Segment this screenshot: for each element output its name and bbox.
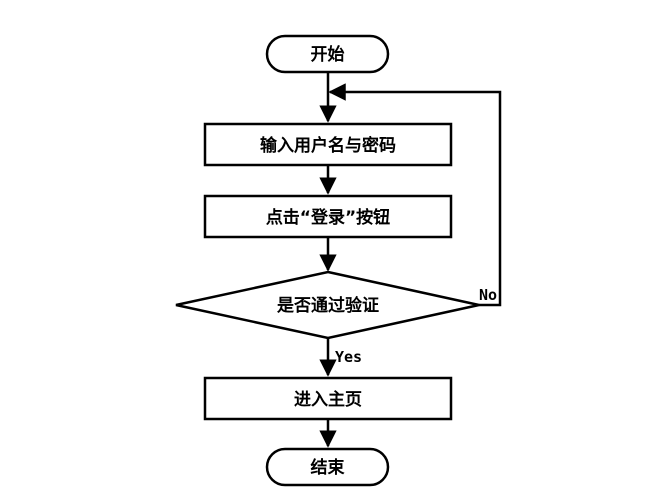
edge-no-loop-back	[328, 83, 502, 307]
verify-decision-node: 是否通过验证	[175, 270, 480, 340]
click-login-node: 点击“登录”按钮	[203, 194, 453, 239]
start-node: 开始	[265, 34, 390, 74]
yes-branch-label: Yes	[335, 348, 362, 366]
start-label: 开始	[311, 44, 345, 65]
input-credentials-label: 输入用户名与密码	[260, 135, 396, 156]
end-label: 结束	[311, 457, 345, 478]
verify-decision-label: 是否通过验证	[277, 295, 379, 316]
click-login-label: 点击“登录”按钮	[266, 207, 390, 228]
input-credentials-node: 输入用户名与密码	[203, 122, 453, 167]
end-node: 结束	[265, 447, 390, 487]
enter-home-label: 进入主页	[294, 389, 362, 410]
no-branch-label: No	[479, 286, 497, 304]
enter-home-node: 进入主页	[203, 376, 453, 421]
